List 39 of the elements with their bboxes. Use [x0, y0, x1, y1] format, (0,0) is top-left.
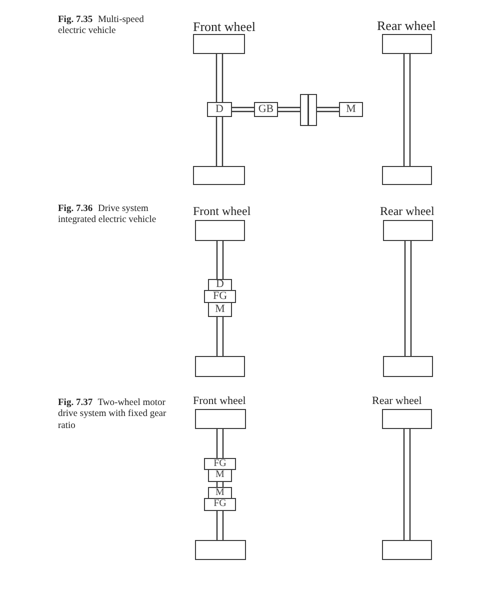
- component-box: M: [208, 487, 232, 499]
- shaft-line: [216, 428, 224, 459]
- shaft-line: [216, 510, 224, 541]
- wheel-label: Front wheel: [193, 203, 251, 220]
- wheel-box: [382, 166, 432, 185]
- shaft-line: [216, 116, 224, 167]
- shaft-line: [403, 53, 411, 167]
- shaft-line: [316, 106, 340, 112]
- wheel-box: [193, 166, 245, 185]
- component-box: FG: [204, 458, 236, 470]
- component-box: M: [339, 102, 363, 117]
- shaft-line: [216, 316, 224, 357]
- shaft-line: [216, 481, 224, 488]
- wheel-label: Front wheel: [193, 19, 256, 34]
- wheel-label: Front wheel: [193, 394, 246, 409]
- wheel-label: Rear wheel: [372, 394, 422, 409]
- component-box: GB: [254, 102, 278, 117]
- wheel-box: [382, 540, 432, 560]
- shaft-line: [231, 106, 255, 112]
- wheel-label: Rear wheel: [380, 203, 434, 220]
- shaft-line: [403, 428, 411, 541]
- wheel-label: Rear wheel: [377, 18, 436, 34]
- shaft-line: [404, 240, 412, 357]
- component-box: D: [207, 102, 232, 117]
- figure-caption: Fig. 7.36 Drive system integrated electric vehicle: [58, 204, 158, 227]
- component-box: FG: [204, 498, 236, 511]
- shaft-line: [216, 240, 224, 280]
- clutch-symbol: [300, 94, 317, 126]
- figure-caption: Fig. 7.37 Two-wheel motor drive system with fixed gear ratio: [58, 398, 168, 432]
- component-box: D: [208, 279, 232, 291]
- figure-caption: Fig. 7.35 Multi-speed electric vehicle: [58, 15, 145, 38]
- component-box: M: [208, 469, 232, 482]
- component-box: M: [208, 302, 232, 317]
- shaft-line: [216, 53, 224, 103]
- component-box: FG: [204, 290, 236, 303]
- wheel-box: [383, 356, 433, 377]
- wheel-box: [195, 356, 245, 377]
- shaft-line: [277, 106, 301, 112]
- wheel-box: [195, 540, 246, 560]
